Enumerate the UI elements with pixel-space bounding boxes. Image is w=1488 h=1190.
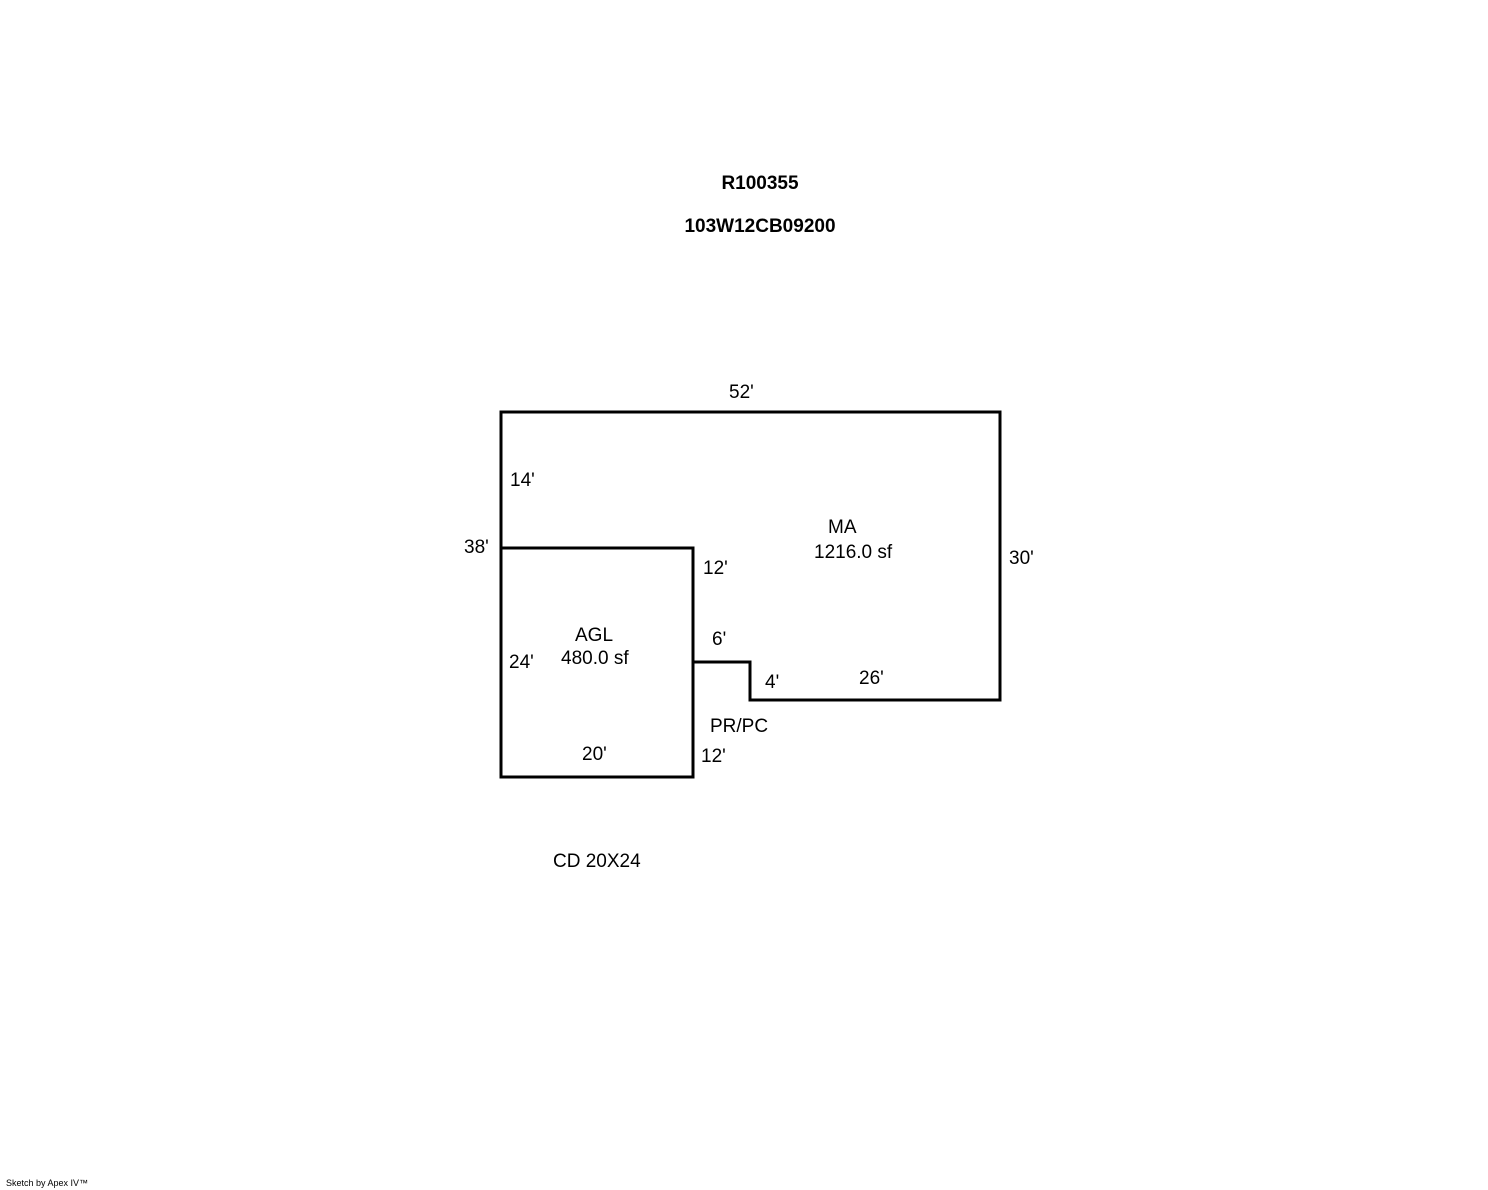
map-tax-lot: 103W12CB09200 [684, 216, 836, 237]
dim-notch-top: 6' [712, 629, 726, 650]
dim-right: 30' [1009, 548, 1034, 569]
dim-top: 52' [729, 382, 754, 403]
dim-bottom-right: 26' [859, 668, 884, 689]
garage-code: AGL [575, 625, 613, 646]
dim-left-overall: 38' [464, 537, 489, 558]
dim-garage-right-upper: 12' [703, 558, 728, 579]
dim-left-upper: 14' [510, 470, 535, 491]
porch-code: PR/PC [710, 716, 768, 737]
main-area-code: MA [828, 517, 857, 538]
note-text: CD 20X24 [553, 851, 641, 872]
sketch-credit: Sketch by Apex IV™ [6, 1178, 89, 1188]
main-area-size: 1216.0 sf [814, 542, 893, 563]
garage-size: 480.0 sf [561, 648, 629, 669]
dim-garage-bottom: 20' [582, 744, 607, 765]
account-number: R100355 [721, 173, 799, 194]
garage-outline [499, 546, 695, 779]
dim-garage-left: 24' [509, 652, 534, 673]
dim-notch-right: 4' [765, 672, 779, 693]
dim-garage-right-lower: 12' [701, 746, 726, 767]
